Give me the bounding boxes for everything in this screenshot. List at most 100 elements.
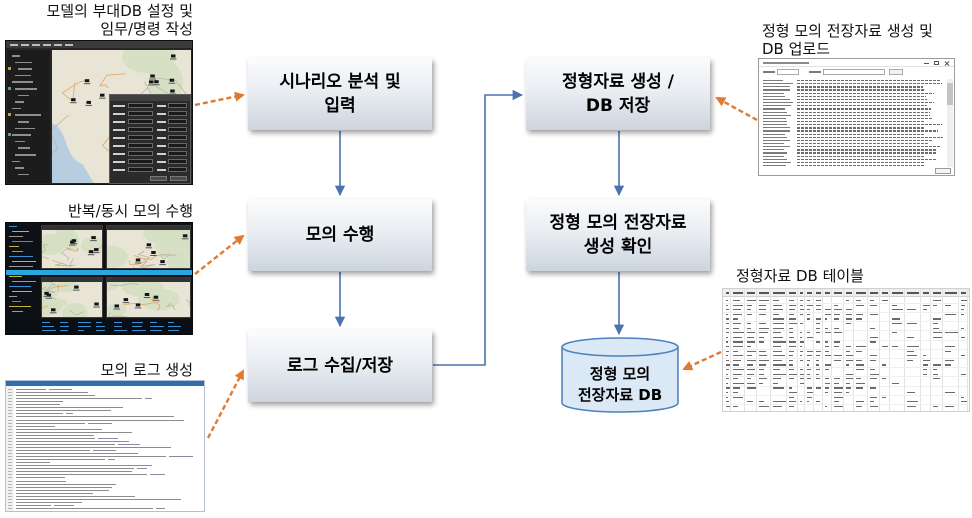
table-cell-text [891, 382, 899, 384]
row-divider [723, 394, 969, 396]
unit-marker-label [159, 264, 166, 266]
table-cell-text [788, 332, 793, 334]
field-input [168, 167, 187, 172]
map-road [45, 290, 57, 300]
record-id [763, 143, 784, 145]
table-cell-text [788, 364, 793, 366]
tree-item [15, 101, 24, 103]
table-cell-text [944, 332, 958, 334]
field-label [157, 113, 166, 115]
table-cell-text [799, 378, 804, 380]
tree-item [18, 173, 29, 176]
record-data [797, 83, 942, 85]
record-id [763, 86, 790, 88]
table-cell-text [960, 336, 965, 338]
status-cell [78, 330, 84, 332]
row-divider [723, 330, 969, 331]
field-input [168, 143, 187, 148]
record-id [763, 89, 790, 91]
column-divider [879, 289, 880, 411]
table-cell-text [932, 336, 942, 338]
table-cell-text [772, 304, 782, 306]
table-cell-text [815, 300, 821, 302]
table-cell-text [833, 309, 842, 311]
table-cell-text [855, 359, 862, 361]
table-cell-text [815, 378, 820, 380]
column-header [906, 292, 919, 294]
table-cell-text [799, 323, 803, 325]
table-cell-text [869, 387, 876, 389]
table-cell-text [855, 350, 862, 352]
record-data [797, 165, 925, 167]
map-view [42, 282, 102, 317]
structured-data-step-line1: 정형자료 생성 / [562, 72, 674, 92]
table-cell-text [869, 341, 876, 343]
status-cell [60, 322, 68, 324]
column-header [932, 292, 941, 294]
unit-marker-label [145, 247, 153, 249]
unit-marker-label [69, 244, 76, 246]
status-cell [150, 330, 162, 332]
status-cell [132, 322, 143, 324]
table-cell-text [944, 359, 954, 361]
table-cell-text [772, 318, 784, 320]
table-cell-text [732, 350, 738, 352]
table-cell-text [799, 346, 802, 348]
table-cell-text [746, 373, 754, 375]
unit-marker [144, 293, 150, 296]
field-input [128, 119, 153, 124]
tree-item [15, 114, 41, 116]
table-cell-text [960, 313, 964, 315]
record-id [763, 133, 785, 135]
table-cell-text [806, 364, 809, 366]
table-cell-text [758, 364, 766, 366]
map-road [128, 260, 148, 266]
table-cell-text [788, 392, 797, 394]
table-cell-text [922, 309, 927, 311]
record-id [763, 149, 784, 151]
field-input [168, 111, 187, 116]
line-number [8, 392, 12, 394]
field-input [128, 127, 153, 132]
table-cell-text [772, 364, 786, 366]
unit-marker-label [70, 243, 78, 245]
cylinder-top [561, 337, 679, 357]
caption-data-upload: 정형 모의 전장자료 생성 및 DB 업로드 [762, 22, 933, 58]
log-text [16, 492, 93, 494]
status-cell [96, 322, 102, 324]
field-input [128, 135, 153, 140]
window-titlebar [6, 381, 204, 386]
field-label [157, 145, 166, 147]
record-id [763, 161, 791, 164]
caption-db-table: 정형자료 DB 테이블 [736, 267, 864, 285]
caption-log-generation: 모의 로그 생성 [101, 361, 193, 379]
line-number [8, 480, 12, 482]
table-cell-text [772, 369, 780, 371]
table-cell-text [746, 327, 751, 329]
line-number [8, 483, 12, 485]
record-data [797, 120, 925, 123]
record-data [797, 130, 938, 132]
column-header [758, 292, 769, 294]
table-cell-text [815, 318, 821, 320]
table-cell-text [906, 355, 917, 357]
table-cell-text [855, 346, 866, 348]
table-cell-text [824, 364, 831, 366]
log-text [16, 459, 105, 461]
table-cell-text [746, 382, 755, 384]
record-data [797, 127, 925, 129]
table-cell-text [845, 323, 851, 325]
record-id [763, 155, 784, 157]
db-table-screenshot [722, 288, 970, 412]
unit-marker-label [134, 262, 142, 264]
log-collection-step: 로그 수집/저장 [248, 330, 432, 402]
unit-marker-label [122, 302, 130, 304]
table-cell-text [806, 369, 811, 371]
table-cell-text [944, 313, 956, 315]
caption-data-upload-line1: 정형 모의 전장자료 생성 및 [762, 22, 933, 40]
status-cell [42, 326, 54, 328]
field-label [157, 161, 166, 163]
table-cell-text [806, 309, 810, 311]
column-header [815, 292, 821, 294]
table-cell-text [845, 364, 849, 366]
